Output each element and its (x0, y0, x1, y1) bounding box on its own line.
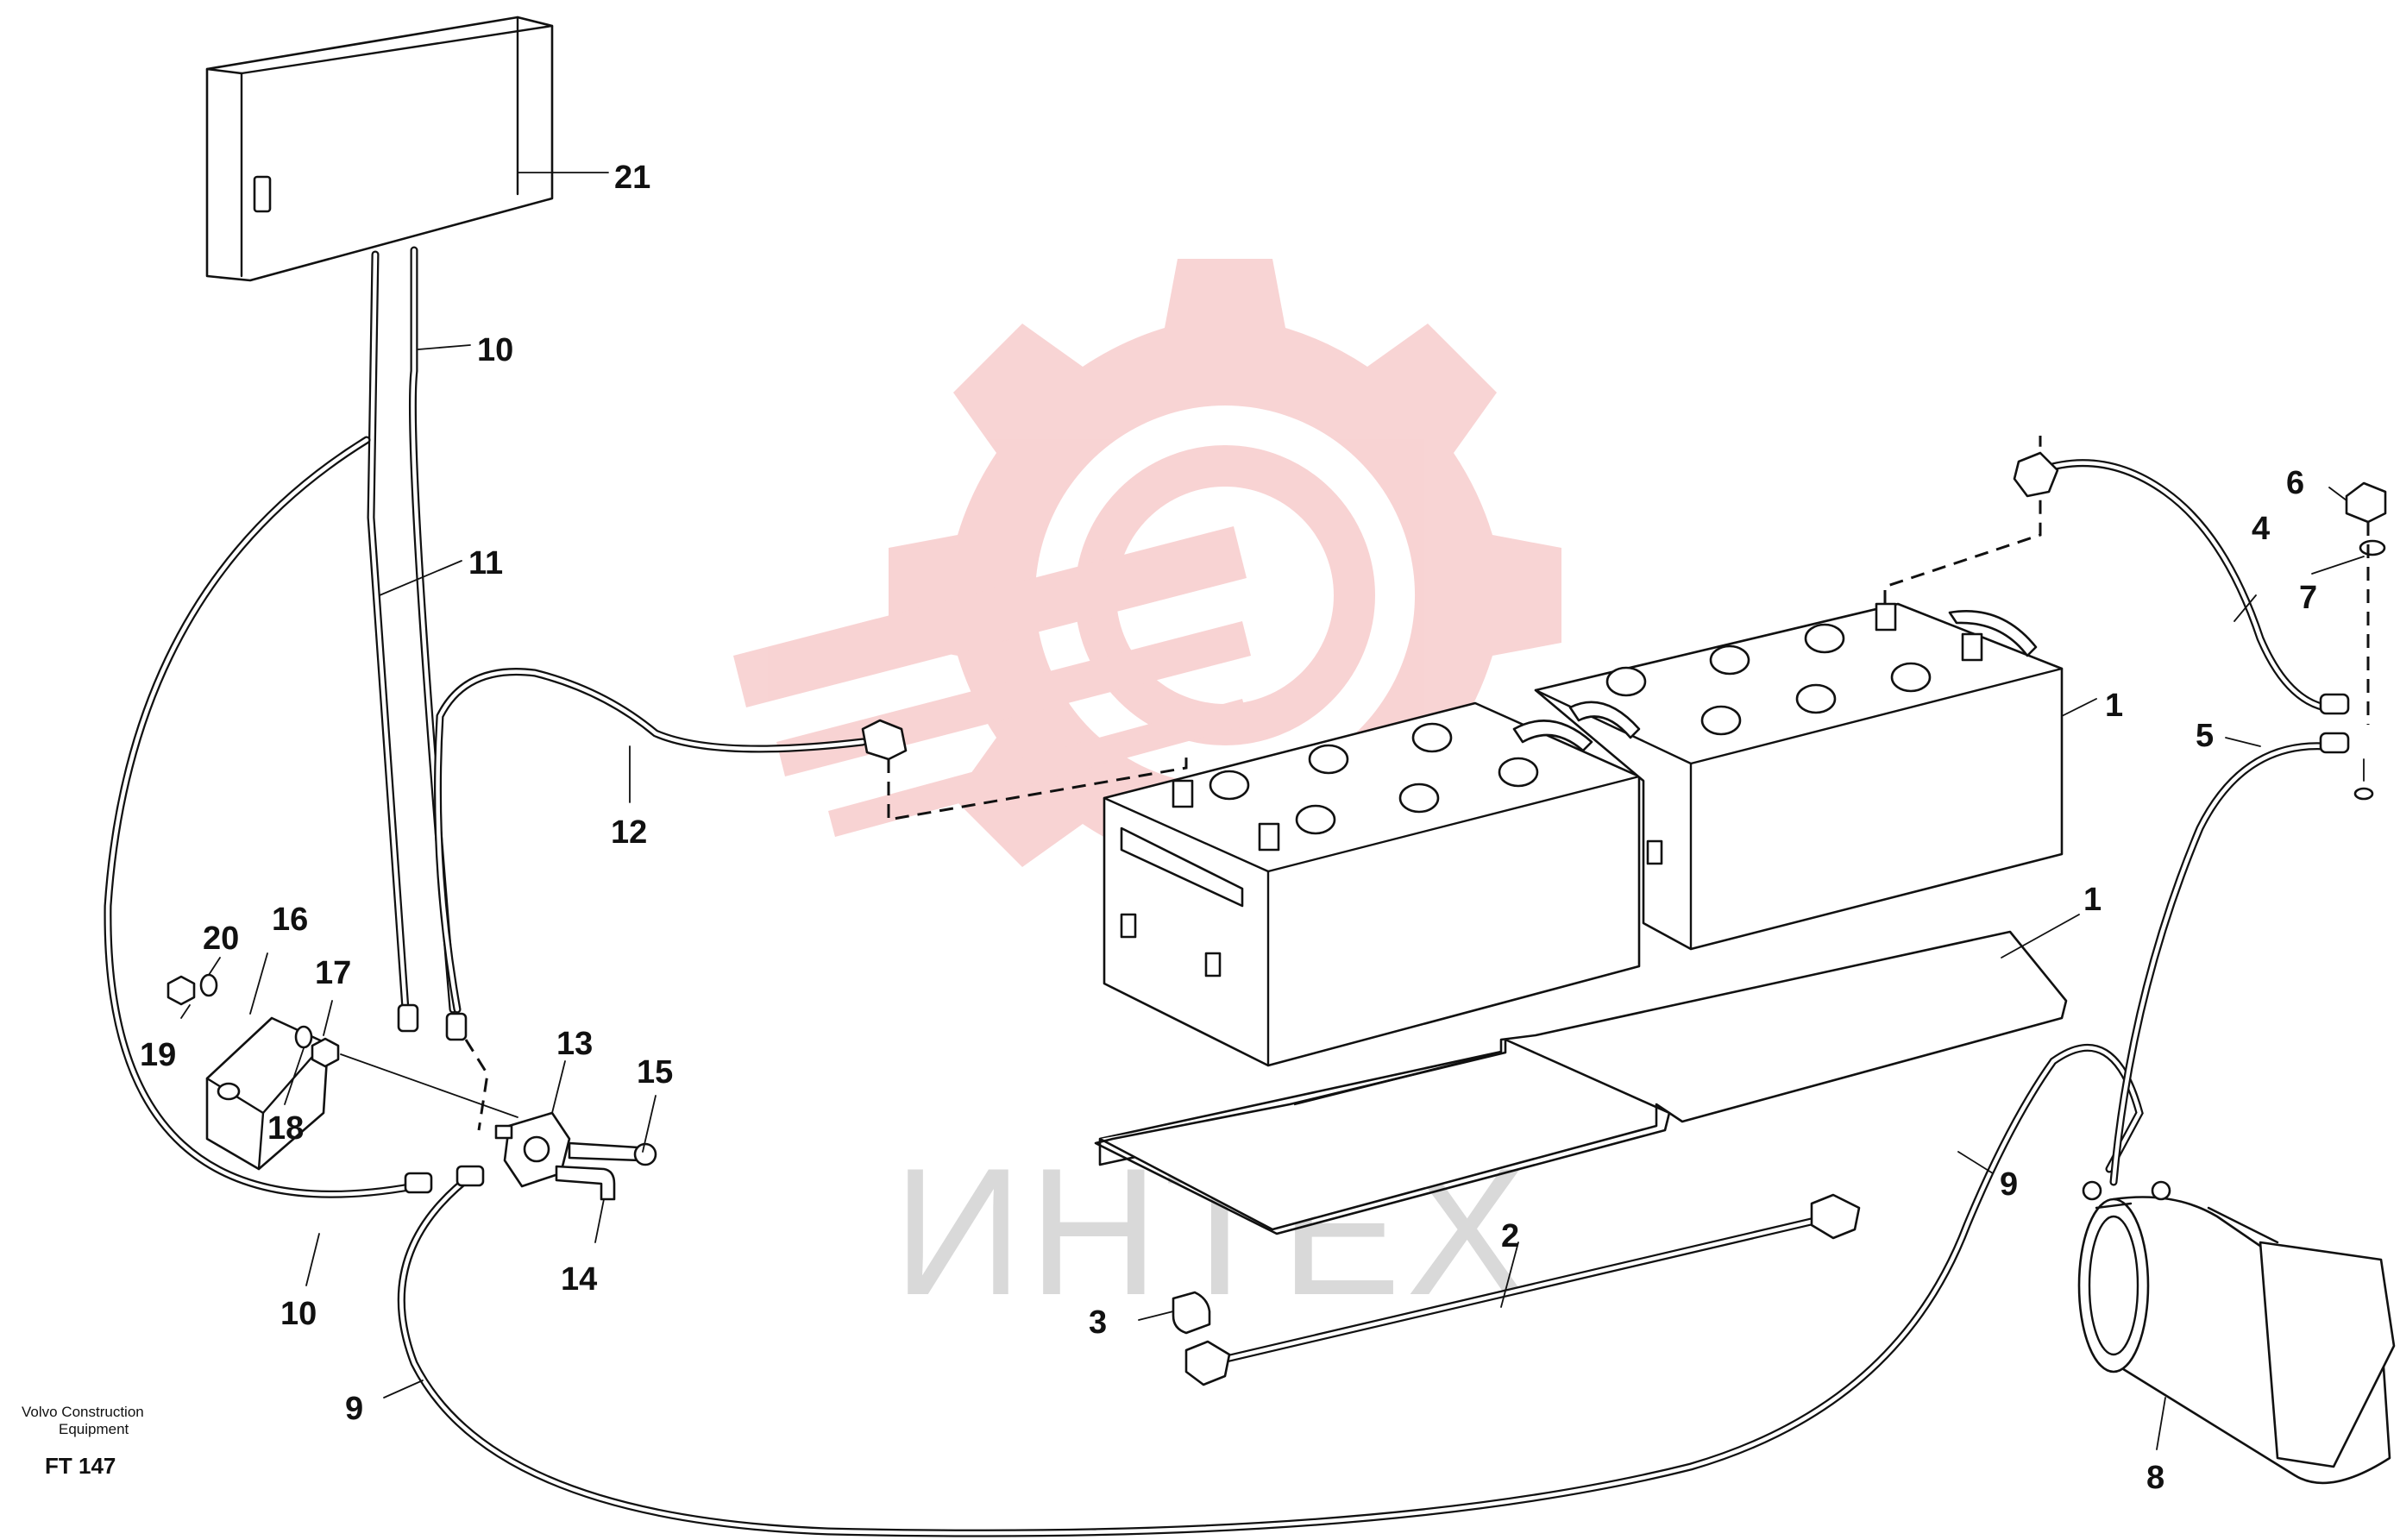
callout-10-lower: 10 (280, 1296, 317, 1332)
callout-5: 5 (2196, 718, 2214, 754)
callout-6: 6 (2286, 465, 2304, 501)
callout-1-lower: 1 (2083, 882, 2102, 918)
callout-9-left: 9 (345, 1391, 363, 1427)
callout-13: 13 (556, 1026, 593, 1062)
battery-tray-pads (1094, 930, 2068, 1235)
part-21-electrical-box (205, 16, 554, 282)
caption-line-2: Equipment (59, 1421, 129, 1437)
callout-9-right: 9 (2000, 1166, 2018, 1203)
part-2-strap (1184, 1193, 1861, 1386)
callout-21: 21 (614, 160, 650, 196)
callout-12: 12 (611, 814, 647, 851)
callout-3: 3 (1089, 1304, 1107, 1341)
callout-2: 2 (1501, 1218, 1519, 1254)
part-3-cap (1172, 1291, 1211, 1335)
battery-front (1103, 701, 1641, 1067)
callout-16: 16 (272, 902, 308, 938)
battery-rear-caps (1605, 602, 1983, 736)
cable-4 (2013, 451, 2350, 715)
callout-7: 7 (2299, 580, 2317, 616)
callout-17: 17 (315, 955, 351, 991)
cable-5 (2109, 732, 2350, 1186)
part-16-bracket (205, 1016, 330, 1171)
cable-9 (397, 1043, 2144, 1537)
callout-18: 18 (267, 1110, 304, 1147)
callout-1-upper: 1 (2105, 688, 2123, 724)
hardware-nuts-washers (166, 973, 518, 1118)
figure-code: FT 147 (45, 1453, 116, 1479)
callout-labels: 21 10 11 12 16 20 17 19 18 13 15 14 10 9… (140, 160, 2317, 1496)
callout-11: 11 (468, 545, 503, 581)
battery-front-caps (1172, 722, 1539, 852)
callout-14: 14 (561, 1261, 597, 1298)
callout-4: 4 (2252, 511, 2270, 547)
callout-19: 19 (140, 1037, 176, 1073)
battery-rear (1534, 436, 2064, 951)
callout-8: 8 (2146, 1460, 2164, 1496)
part-13-solenoid (494, 1111, 657, 1201)
callout-15: 15 (637, 1054, 673, 1091)
callout-20: 20 (203, 921, 239, 957)
figure-caption: Volvo Construction Equipment FT 147 (22, 1404, 144, 1479)
part-8-starter-motor (2077, 1180, 2396, 1485)
caption-line-1: Volvo Construction (22, 1404, 144, 1420)
callout-10-upper: 10 (477, 332, 513, 368)
leader-lines (180, 172, 2365, 1450)
bolt-6-washer-7 (2345, 481, 2387, 801)
cable-12 (434, 668, 1188, 1014)
